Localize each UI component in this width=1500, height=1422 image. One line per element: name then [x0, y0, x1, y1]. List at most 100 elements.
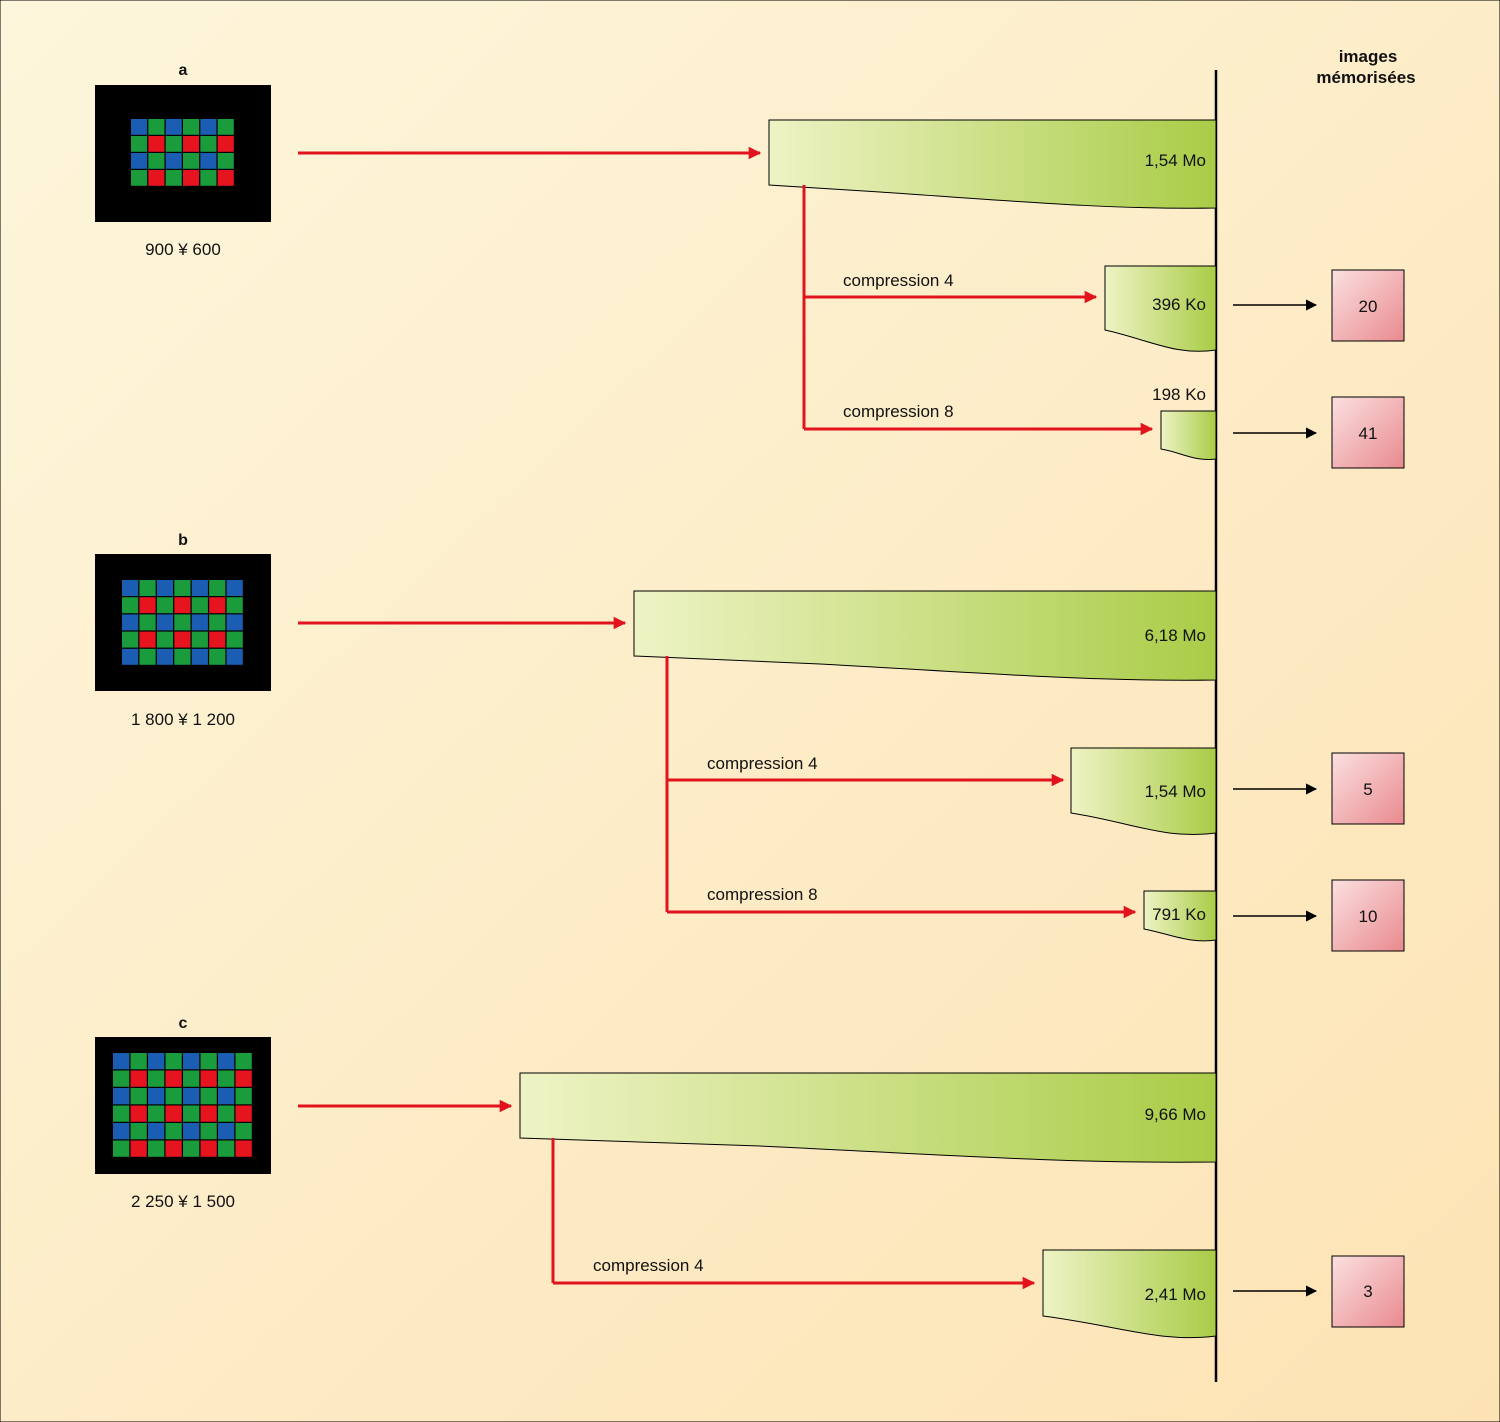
- sensor-cell: [156, 614, 174, 631]
- sensor-cell: [165, 136, 182, 152]
- sensor-cell: [130, 1070, 147, 1087]
- sensor-cell: [226, 631, 243, 648]
- sensor-cell: [131, 153, 148, 169]
- header-line-2: mémorisées: [1316, 68, 1415, 87]
- panel-c: c 2 250 ¥ 1 500 9,66 Mo compression 4 2,…: [95, 1015, 1405, 1339]
- sensor-cell: [235, 1088, 252, 1105]
- sensor-cell: [200, 1123, 217, 1140]
- sensor-cell: [191, 580, 208, 596]
- sensor-cell: [200, 1053, 217, 1070]
- sensor-cell: [165, 153, 182, 169]
- sensor-cell: [174, 597, 191, 614]
- sensor-cell: [218, 1088, 235, 1105]
- sensor-cell: [131, 136, 148, 152]
- sensor-cell: [235, 1140, 252, 1157]
- sensor-cell: [235, 1053, 252, 1070]
- sensor-cell: [130, 1105, 147, 1122]
- sensor-cell: [200, 1070, 217, 1087]
- sensor-cell: [165, 1105, 182, 1122]
- sensor-cell: [200, 1140, 217, 1157]
- sensor-cell: [209, 580, 226, 596]
- compressed-size-a-4: 396 Ko: [1152, 295, 1206, 314]
- sensor-cell: [130, 1123, 147, 1140]
- sensor-cell: [148, 1123, 165, 1140]
- sensor-cell: [235, 1105, 252, 1122]
- compression-8-label-b: compression 8: [707, 885, 818, 904]
- resolution-c: 2 250 ¥ 1 500: [131, 1192, 235, 1211]
- panel-a: a 900 ¥ 600 1,54 Mo compression 4 396 Ko…: [95, 62, 1405, 469]
- sensor-cell: [218, 1140, 235, 1157]
- compressed-size-b-8: 791 Ko: [1152, 905, 1206, 924]
- image-count-c-4: 3: [1363, 1282, 1372, 1301]
- sensor-cell: [165, 1070, 182, 1087]
- compressed-file-c-4: [1042, 1249, 1217, 1339]
- sensor-cell: [217, 136, 234, 152]
- sensor-cell: [165, 1053, 182, 1070]
- sensor-cell: [156, 580, 174, 596]
- header-line-1: images: [1339, 47, 1398, 66]
- sensor-cell: [209, 631, 226, 648]
- compressed-size-c-4: 2,41 Mo: [1145, 1285, 1206, 1304]
- image-count-a-8: 41: [1359, 424, 1378, 443]
- sensor-cell: [122, 614, 139, 631]
- sensor-cell: [183, 119, 200, 135]
- sensor-cell: [174, 580, 191, 596]
- sensor-cell: [148, 1105, 165, 1122]
- panel-b: b 1 800 ¥ 1 200 6,18 Mo compression 4 1,…: [95, 532, 1405, 952]
- resolution-a: 900 ¥ 600: [145, 240, 221, 259]
- image-count-box-a-4: [1331, 269, 1405, 342]
- image-count-a-4: 20: [1359, 297, 1378, 316]
- sensor-cell: [209, 597, 226, 614]
- sensor-cell: [174, 648, 191, 665]
- sensor-cell: [209, 648, 226, 665]
- sensor-cell: [148, 1140, 165, 1157]
- sensor-grid-a: [95, 85, 271, 222]
- sensor-cell: [191, 631, 208, 648]
- sensor-cell: [148, 1070, 165, 1087]
- raw-size-b: 6,18 Mo: [1145, 626, 1206, 645]
- sensor-cell: [218, 1070, 235, 1087]
- sensor-cell: [183, 1105, 200, 1122]
- compressed-file-b-8: [1143, 890, 1217, 942]
- sensor-cell: [113, 1053, 130, 1070]
- sensor-cell: [156, 597, 174, 614]
- sensor-cell: [148, 1088, 165, 1105]
- sensor-cell: [226, 648, 243, 665]
- sensor-cell: [183, 1140, 200, 1157]
- sensor-cell: [130, 1053, 147, 1070]
- raw-file-c: [519, 1072, 1217, 1163]
- sensor-cell: [122, 648, 139, 665]
- image-count-b-8: 10: [1359, 907, 1378, 926]
- sensor-cell: [183, 170, 200, 186]
- sensor-cell: [148, 170, 165, 186]
- image-count-box-b-8: [1331, 879, 1405, 952]
- sensor-cell: [200, 1088, 217, 1105]
- compressed-size-b-4: 1,54 Mo: [1145, 782, 1206, 801]
- sensor-cell: [139, 648, 156, 665]
- sensor-cell: [113, 1070, 130, 1087]
- sensor-cell: [200, 170, 217, 186]
- sensor-cell: [165, 170, 182, 186]
- sensor-cell: [165, 1088, 182, 1105]
- sensor-cell: [131, 119, 148, 135]
- sensor-cell: [218, 1053, 235, 1070]
- compressed-file-b-4: [1070, 747, 1217, 836]
- sensor-cell: [113, 1140, 130, 1157]
- compression-4-label-a: compression 4: [843, 271, 954, 290]
- sensor-cell: [200, 136, 217, 152]
- resolution-b: 1 800 ¥ 1 200: [131, 710, 235, 729]
- panel-letter-c: c: [179, 1015, 188, 1032]
- sensor-cell: [217, 170, 234, 186]
- sensor-cell: [235, 1123, 252, 1140]
- sensor-cell: [191, 648, 208, 665]
- sensor-cell: [156, 648, 174, 665]
- sensor-cell: [174, 614, 191, 631]
- image-count-box-b-4: [1331, 752, 1405, 825]
- sensor-cell: [191, 597, 208, 614]
- sensor-cell: [218, 1105, 235, 1122]
- sensor-cell: [226, 597, 243, 614]
- sensor-cell: [226, 614, 243, 631]
- sensor-cell: [174, 631, 191, 648]
- sensor-cell: [148, 136, 165, 152]
